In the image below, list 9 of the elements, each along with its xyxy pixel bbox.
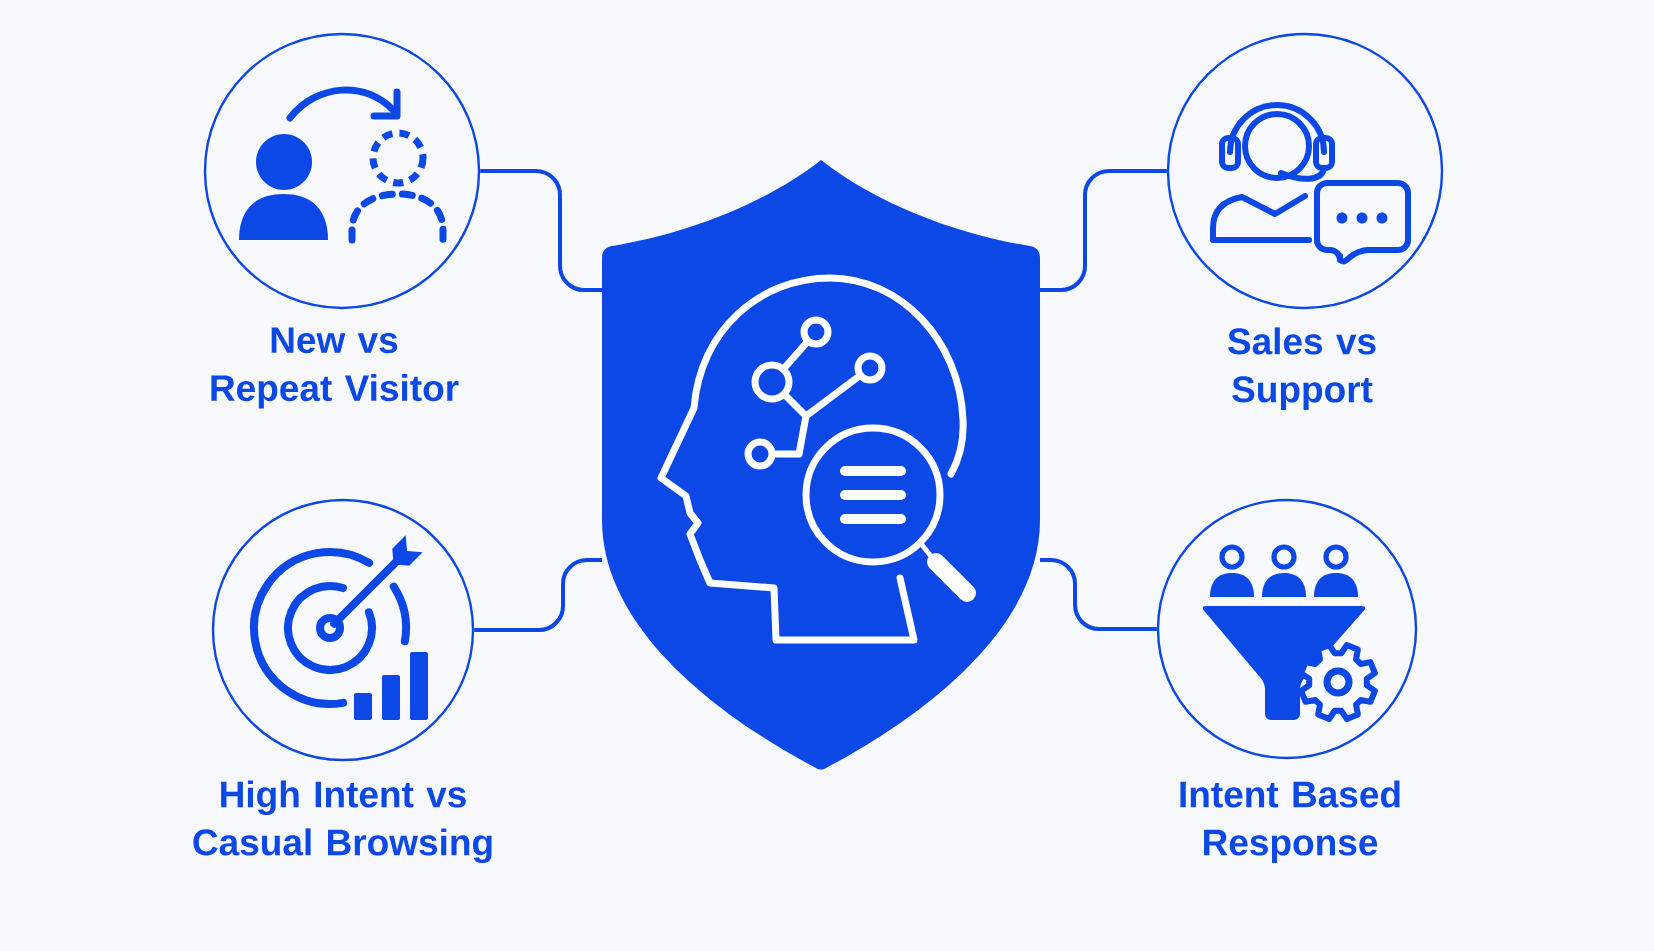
heading: Intent Based Response — [1180, 780, 1400, 863]
heading: High Intent vs Casual Browsing — [193, 780, 492, 864]
connector-line — [480, 169, 602, 292]
heading: New vs Repeat Visitor — [211, 327, 459, 409]
shield — [602, 160, 1040, 770]
connector-line — [1040, 169, 1167, 292]
connector-line — [474, 558, 602, 632]
heading: Sales vs Support — [1228, 327, 1376, 410]
connector-line — [1040, 558, 1157, 631]
